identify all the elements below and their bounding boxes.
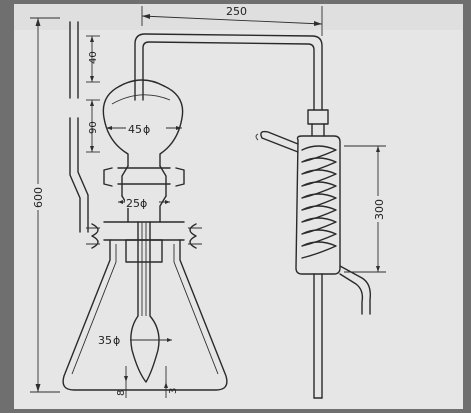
bulb-diameter-label: 45: [128, 123, 142, 136]
condenser-height-dimension: 300: [344, 145, 386, 273]
erlenmeyer-flask: [62, 239, 228, 391]
top-length-label: 250: [226, 5, 247, 18]
bulb-segment-label: 90: [88, 121, 99, 134]
upper-bulb: 45 ϕ: [102, 79, 184, 167]
top-length-dimension: 250: [141, 5, 323, 36]
bottom-gap-right-label: 3: [168, 388, 179, 394]
neck-diameter-label: 25: [126, 197, 140, 210]
lower-bulb-diameter-label: 35: [98, 334, 112, 347]
side-tube: [69, 21, 89, 233]
bulb-diameter-symbol: ϕ: [143, 123, 150, 136]
bottom-gap-left-label: 8: [116, 390, 127, 396]
condenser: [255, 109, 372, 399]
upper-segment-label: 40: [88, 51, 99, 64]
total-height-label: 600: [32, 187, 45, 208]
neck-assembly: 25 ϕ: [103, 165, 185, 223]
bottom-gap-dimensions: 8 3: [116, 366, 179, 398]
total-height-dimension: 600: [30, 17, 60, 393]
paper-shade-top: [14, 4, 463, 30]
lower-bulb-diameter-symbol: ϕ: [113, 334, 120, 347]
neck-diameter-symbol: ϕ: [140, 197, 147, 210]
condenser-coil: [301, 145, 337, 259]
paper-background: [14, 4, 463, 409]
inner-tube: 35 ϕ: [96, 221, 172, 383]
upper-dimensions: 40 90: [86, 35, 100, 153]
condenser-height-label: 300: [373, 199, 386, 220]
vapor-tube: [134, 33, 323, 111]
flask-joint-clamp: [86, 221, 202, 249]
